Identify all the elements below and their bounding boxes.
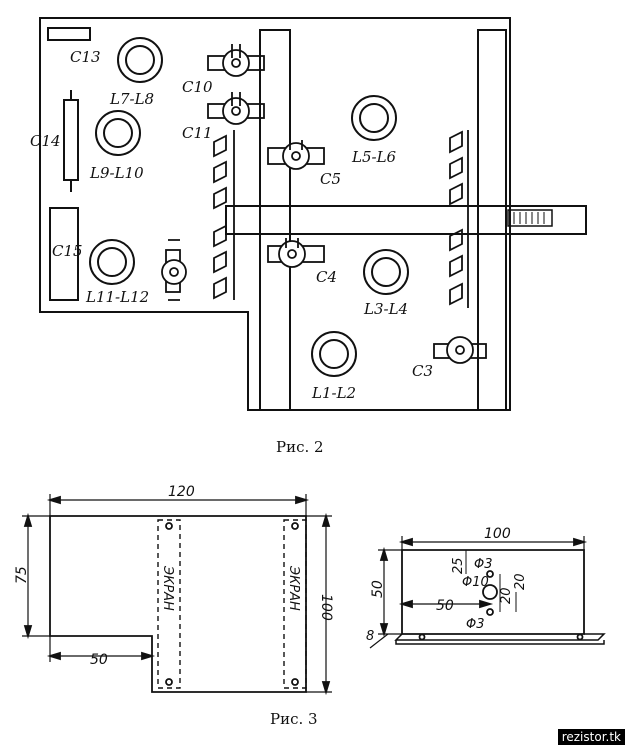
plate-outline <box>49 515 307 693</box>
screen-strip-left <box>259 29 291 411</box>
label-c5: C5 <box>320 170 341 188</box>
shaft-coupling <box>507 209 553 227</box>
figure2-drawing <box>39 17 587 411</box>
figure2-labels: C13 L7-L8 C14 L9-L10 C15 L11-L12 C10 C11… <box>30 48 433 456</box>
coil-l7l8 <box>117 37 163 83</box>
screen-label-b: ЭКРАН <box>286 565 301 611</box>
label-l5l6: L5-L6 <box>351 148 397 166</box>
label-c13: C13 <box>70 48 101 66</box>
dim-d2: 20 <box>499 587 514 604</box>
phi-top: Φ3 <box>474 557 493 572</box>
coil-l1l2 <box>311 331 357 377</box>
watermark: rezistor.tk <box>557 729 625 745</box>
screen-label-a: ЭКРАН <box>160 565 175 611</box>
figure2-caption: Рис. 2 <box>276 438 324 456</box>
dim-height: 75 <box>14 566 30 584</box>
dim-d1: 25 <box>451 557 466 574</box>
phi-mid: Φ10 <box>462 575 489 590</box>
figure3-caption: Рис. 3 <box>270 710 318 728</box>
c13-block <box>47 27 91 41</box>
label-c10: C10 <box>182 78 213 96</box>
stator-plates-right <box>449 130 469 308</box>
screen-strip-a <box>157 519 181 689</box>
coil-l3l4 <box>363 249 409 295</box>
dim-height-right: 100 <box>318 594 334 621</box>
trimmer-c3 <box>433 336 487 364</box>
figure3-right-drawing <box>369 536 606 649</box>
dim-d3: 20 <box>513 573 528 590</box>
trimmer-c5 <box>267 140 325 170</box>
label-c4: C4 <box>316 268 337 286</box>
figure3-right-labels: 100 50 25 20 20 50 Φ3 Φ10 Φ3 8 <box>366 526 528 644</box>
stator-plates-left <box>213 130 235 300</box>
dim-flange: 8 <box>366 629 374 644</box>
bracket-outline <box>401 549 585 635</box>
dim-hole-pos: 50 <box>436 598 454 614</box>
label-c15: C15 <box>52 242 83 260</box>
label-l3l4: L3-L4 <box>363 300 408 318</box>
label-l1l2: L1-L2 <box>311 384 356 402</box>
trimmer-left <box>161 239 187 301</box>
screen-strip-right <box>477 29 507 411</box>
c15-block <box>49 207 79 301</box>
label-l7l8: L7-L8 <box>109 90 154 108</box>
trimmer-c4 <box>267 238 325 268</box>
coil-l5l6 <box>351 95 397 141</box>
coil-l9l10 <box>95 110 141 156</box>
trimmer-c10 <box>207 44 265 77</box>
label-c14: C14 <box>30 132 61 150</box>
dim-offset: 50 <box>90 652 108 668</box>
trimmer-c11 <box>207 92 265 125</box>
coil-l11l12 <box>89 239 135 285</box>
phi-bot: Φ3 <box>466 617 485 632</box>
c14-block <box>63 99 79 181</box>
shaft <box>225 205 587 235</box>
screen-strip-b <box>283 519 307 689</box>
dim-bracket-height: 50 <box>370 580 386 598</box>
figure3-left-drawing <box>22 494 332 696</box>
figure3-left-labels: 120 75 50 100 ЭКРАН ЭКРАН <box>14 484 334 668</box>
dim-width: 120 <box>168 484 195 500</box>
label-c3: C3 <box>412 362 433 380</box>
label-c11: C11 <box>182 124 213 142</box>
label-l11l12: L11-L12 <box>85 288 149 306</box>
label-l9l10: L9-L10 <box>89 164 144 182</box>
chassis-outline <box>39 17 511 411</box>
dim-length: 100 <box>484 526 511 542</box>
